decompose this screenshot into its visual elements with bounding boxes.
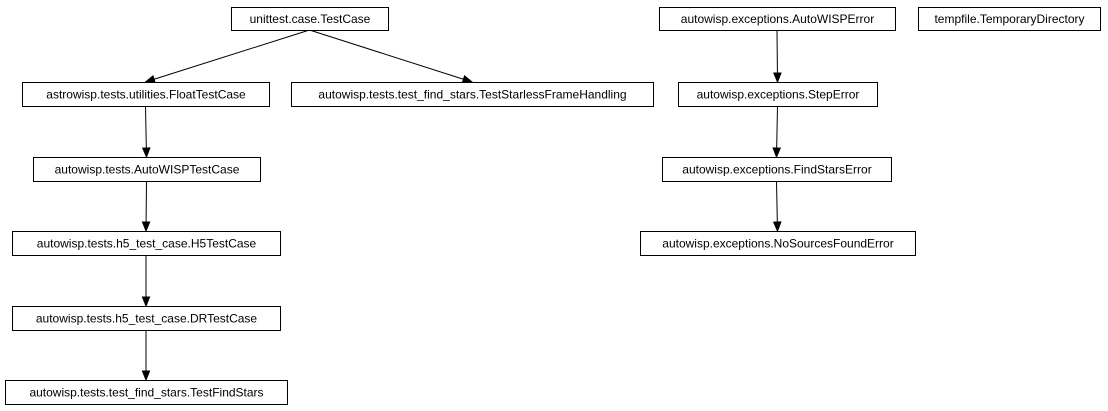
arrow-head-icon [141, 370, 151, 382]
arrow-head-icon [144, 74, 156, 84]
edges-layer [141, 29, 782, 382]
arrow-head-icon [141, 296, 151, 308]
arrow-head-icon [461, 74, 474, 84]
node-box [22, 82, 270, 107]
node-temporary-directory[interactable]: tempfile.TemporaryDirectory [918, 7, 1101, 31]
node-h5-test-case[interactable]: autowisp.tests.h5_test_case.H5TestCase [12, 231, 281, 256]
inheritance-arrow-h5testcase-to-drtestcase [141, 255, 151, 308]
arrow-head-icon [772, 147, 782, 159]
arrow-line [145, 105, 147, 149]
node-label: tempfile.TemporaryDirectory [934, 12, 1084, 26]
node-unittest-testcase[interactable]: unittest.case.TestCase [231, 7, 389, 31]
node-dr-test-case[interactable]: autowisp.tests.h5_test_case.DRTestCase [12, 306, 281, 331]
node-test-starless-frame-handling[interactable]: autowisp.tests.test_find_stars.TestStarl… [291, 82, 654, 107]
node-label: astrowisp.tests.utilities.FloatTestCase [46, 88, 246, 102]
arrow-line [153, 29, 310, 80]
arrow-line [776, 180, 778, 223]
node-float-test-case[interactable]: astrowisp.tests.utilities.FloatTestCase [22, 82, 270, 107]
node-box [33, 157, 261, 182]
node-label: autowisp.exceptions.AutoWISPError [681, 12, 874, 26]
node-test-find-stars[interactable]: autowisp.tests.test_find_stars.TestFindS… [5, 380, 288, 405]
node-box [678, 82, 878, 107]
node-label: autowisp.tests.h5_test_case.DRTestCase [36, 312, 258, 326]
node-box [918, 7, 1101, 31]
inheritance-arrow-drtestcase-to-testfindstars [141, 330, 151, 382]
node-label: autowisp.tests.test_find_stars.TestFindS… [29, 386, 263, 400]
node-label: autowisp.exceptions.NoSourcesFoundError [662, 237, 893, 251]
node-autowisp-test-case[interactable]: autowisp.tests.AutoWISPTestCase [33, 157, 261, 182]
arrow-head-icon [772, 221, 782, 233]
inheritance-arrow-steperror-to-findstarserror [772, 105, 782, 159]
node-label: autowisp.exceptions.FindStarsError [682, 163, 871, 177]
node-box [291, 82, 654, 107]
node-box [231, 7, 389, 31]
node-autowisp-error[interactable]: autowisp.exceptions.AutoWISPError [659, 7, 896, 31]
arrow-line [776, 105, 778, 149]
node-box [12, 306, 281, 331]
node-label: unittest.case.TestCase [250, 12, 371, 26]
node-label: autowisp.tests.h5_test_case.H5TestCase [37, 237, 257, 251]
nodes-layer: unittest.case.TestCase astrowisp.tests.u… [5, 7, 1101, 405]
node-box [662, 157, 892, 182]
node-box [12, 231, 281, 256]
node-box [5, 380, 288, 405]
inheritance-arrow-testcase-to-starless [309, 29, 474, 84]
arrow-line [309, 29, 464, 80]
arrow-head-icon [773, 72, 782, 84]
node-box [640, 231, 916, 256]
inheritance-arrow-autowisptestcase-to-h5testcase [141, 180, 151, 233]
node-no-sources-found-error[interactable]: autowisp.exceptions.NoSourcesFoundError [640, 231, 916, 256]
arrow-head-icon [141, 221, 151, 233]
node-box [659, 7, 896, 31]
node-label: autowisp.tests.AutoWISPTestCase [55, 163, 240, 177]
node-label: autowisp.tests.test_find_stars.TestStarl… [318, 88, 626, 102]
arrow-head-icon [141, 147, 151, 159]
inheritance-arrow-testcase-to-floattestcase [144, 29, 310, 84]
inheritance-arrow-floattestcase-to-autowisptestcase [141, 105, 151, 159]
inheritance-arrow-autowisperror-to-steperror [773, 29, 782, 84]
node-find-stars-error[interactable]: autowisp.exceptions.FindStarsError [662, 157, 892, 182]
inheritance-arrow-findstarserror-to-nosourcesfounderror [772, 180, 782, 233]
node-label: autowisp.exceptions.StepError [697, 88, 860, 102]
node-step-error[interactable]: autowisp.exceptions.StepError [678, 82, 878, 107]
